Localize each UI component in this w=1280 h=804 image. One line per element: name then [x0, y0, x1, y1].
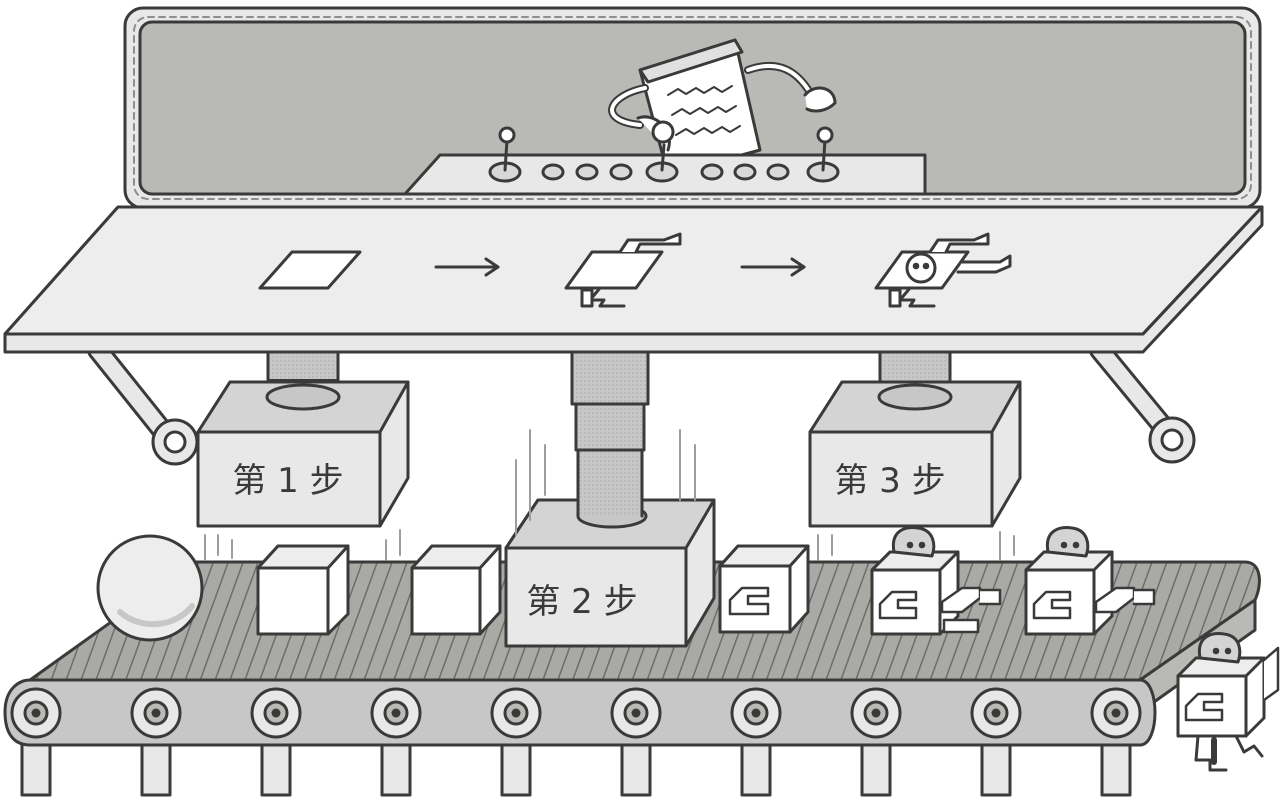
- full-robot-icon: [874, 232, 1012, 308]
- conveyor-belt: [3, 560, 1261, 797]
- arrow-right-icon: [740, 257, 806, 277]
- press-step-1: 第 1 步: [196, 350, 410, 528]
- console-button: [700, 163, 724, 181]
- robot-with-head: [870, 526, 1002, 636]
- arrow-right-icon: [434, 257, 500, 277]
- raw-sphere: [96, 534, 204, 642]
- operator-robot: [608, 38, 837, 177]
- finished-robot: [1176, 632, 1280, 772]
- joystick-right: [806, 126, 840, 183]
- joystick-center: [645, 143, 679, 183]
- motion-lines: [204, 429, 1015, 561]
- robot-with-head: [1024, 526, 1156, 636]
- console-button: [766, 163, 790, 181]
- assembled-chassis: [718, 544, 810, 634]
- blueprint-board: [3, 205, 1264, 354]
- console-button: [541, 163, 565, 181]
- support-arm-right: [1089, 339, 1196, 464]
- step-3-label: 第 3 步: [834, 461, 945, 501]
- partial-robot-icon: [564, 232, 682, 308]
- blank-square-icon: [258, 250, 362, 290]
- step-2-label: 第 2 步: [526, 582, 637, 622]
- press-step-3: 第 3 步: [808, 350, 1022, 528]
- control-console: [403, 126, 927, 196]
- console-button: [575, 163, 599, 181]
- support-arm-left: [87, 339, 199, 466]
- control-screen: [123, 6, 1262, 210]
- press-step-2: 第 2 步: [504, 350, 716, 648]
- joystick-left: [488, 126, 522, 183]
- cube-block: [256, 544, 350, 636]
- console-button: [733, 163, 757, 181]
- cube-block: [410, 544, 502, 636]
- conveyor-rollers: [10, 687, 1142, 739]
- step-1-label: 第 1 步: [232, 461, 343, 501]
- console-button: [609, 163, 633, 181]
